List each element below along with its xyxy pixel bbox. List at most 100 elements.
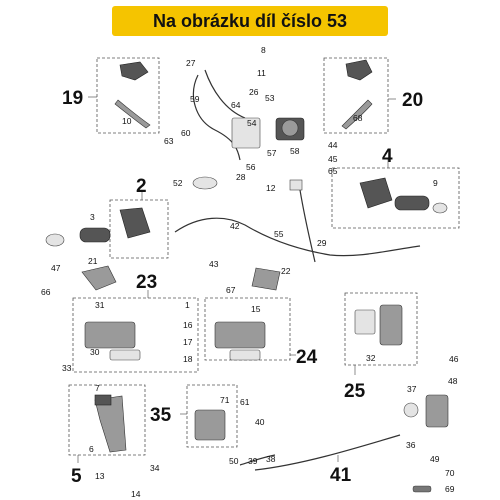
group-box-35	[186, 384, 238, 448]
pedal-5	[94, 395, 127, 453]
label-54: 54	[247, 118, 257, 128]
label-37: 37	[407, 384, 417, 394]
label-50: 50	[229, 456, 239, 466]
lever-10	[114, 99, 151, 129]
label-53: 53	[265, 93, 275, 103]
bar-end-9-left	[45, 233, 65, 247]
rear-assembly-49	[425, 394, 449, 428]
left-grip-3	[79, 227, 111, 243]
label-26: 26	[249, 87, 259, 97]
label-6: 6	[89, 444, 94, 454]
label-22: 22	[281, 266, 291, 276]
group-box-24	[204, 297, 291, 361]
bracket-22	[251, 267, 281, 291]
label-45: 45	[328, 154, 338, 164]
label-17: 17	[183, 337, 193, 347]
label-3: 3	[90, 212, 95, 222]
label-34: 34	[150, 463, 160, 473]
label-13: 13	[95, 471, 105, 481]
label-60: 60	[181, 128, 191, 138]
label-18: 18	[183, 354, 193, 364]
label-64: 64	[231, 100, 241, 110]
label-big-23: 23	[136, 272, 157, 293]
label-big-19: 19	[62, 88, 83, 109]
label-67: 67	[226, 285, 236, 295]
brake-cable-29	[174, 217, 421, 257]
label-big-41: 41	[330, 465, 352, 486]
group-box-19	[96, 57, 160, 134]
label-63: 63	[164, 136, 174, 146]
label-46: 46	[449, 354, 459, 364]
label-28: 28	[236, 172, 246, 182]
label-70: 70	[445, 468, 455, 478]
label-27: 27	[186, 58, 196, 68]
label-12: 12	[266, 183, 276, 193]
group-box-5	[68, 384, 146, 456]
brake-cable-55	[299, 189, 316, 263]
label-61: 61	[240, 397, 250, 407]
label-33: 33	[62, 363, 72, 373]
abs-pump	[281, 119, 299, 137]
label-39: 39	[248, 456, 258, 466]
label-1: 1	[185, 300, 190, 310]
label-15: 15	[251, 304, 261, 314]
label-8: 8	[261, 45, 266, 55]
label-69: 69	[445, 484, 455, 494]
pads-30-right	[229, 349, 261, 361]
label-big-2: 2	[136, 176, 147, 197]
label-11: 11	[257, 68, 266, 78]
label-40: 40	[255, 417, 265, 427]
lever-68	[341, 99, 373, 130]
label-52: 52	[173, 178, 183, 188]
label-9: 9	[433, 178, 438, 188]
clip-69	[412, 485, 432, 493]
bracket-54	[231, 117, 261, 149]
label-14: 14	[131, 489, 141, 499]
switch-housing-2	[119, 207, 151, 239]
lever-holder-19	[119, 61, 149, 81]
label-48: 48	[448, 376, 458, 386]
bracket-21	[81, 265, 117, 291]
label-big-5: 5	[71, 466, 82, 487]
label-16: 16	[183, 320, 193, 330]
label-55: 55	[274, 229, 284, 239]
title-banner: Na obrázku díl číslo 53	[112, 6, 388, 36]
brake-hose-26	[204, 69, 246, 119]
caliper-23	[84, 321, 136, 349]
label-32: 32	[366, 353, 376, 363]
label-43: 43	[209, 259, 219, 269]
group-box-4	[331, 167, 460, 229]
label-49: 49	[430, 454, 440, 464]
group-box-2	[109, 199, 169, 259]
label-big-35: 35	[150, 405, 172, 426]
label-71: 71	[220, 395, 230, 405]
label-big-25: 25	[344, 381, 366, 402]
pads-32	[354, 309, 376, 335]
cable-end-39	[239, 454, 276, 466]
label-58: 58	[290, 146, 300, 156]
label-36: 36	[406, 440, 416, 450]
reservoir-52	[192, 176, 218, 190]
label-30: 30	[90, 347, 100, 357]
brake-hose-27	[192, 74, 241, 161]
label-65: 65	[328, 166, 338, 176]
master-cylinder-35	[194, 409, 226, 441]
label-57: 57	[267, 148, 277, 158]
label-10: 10	[122, 116, 132, 126]
label-big-4: 4	[382, 146, 393, 167]
bar-end-9-right	[432, 202, 448, 214]
banner-text: Na obrázku díl číslo 53	[152, 10, 348, 31]
label-59: 59	[190, 94, 200, 104]
label-21: 21	[88, 256, 98, 266]
right-grip	[394, 195, 430, 211]
brake-cable-41	[254, 434, 401, 471]
label-68: 68	[353, 113, 363, 123]
label-44: 44	[328, 140, 338, 150]
label-66: 66	[41, 287, 51, 297]
label-38: 38	[266, 454, 276, 464]
label-42: 42	[230, 221, 240, 231]
label-31: 31	[95, 300, 105, 310]
group-box-25	[344, 292, 418, 366]
pedal-pad-7	[94, 394, 112, 406]
